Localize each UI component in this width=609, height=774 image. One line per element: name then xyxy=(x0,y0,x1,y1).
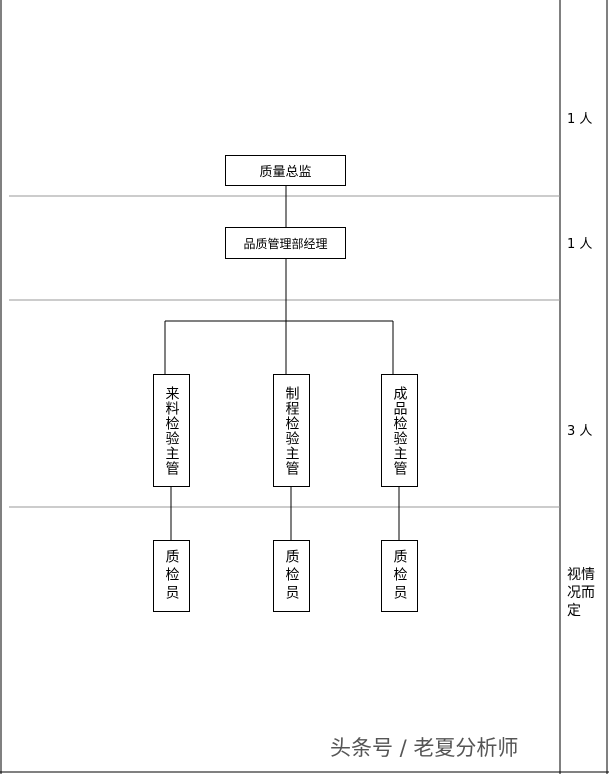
box-finished-goods-inspection-supervisor: 成品检验主管 xyxy=(381,374,418,487)
box-inspector-2: 质检员 xyxy=(273,540,310,612)
watermark-text: 头条号 / 老夏分析师 xyxy=(330,736,519,760)
headcount-level-4: 视情况而定 xyxy=(567,567,595,619)
headcount-level-2: 1 人 xyxy=(567,237,593,252)
box-inspector-3: 质检员 xyxy=(381,540,418,612)
headcount-level-3: 3 人 xyxy=(567,424,593,439)
box-inspector-1: 质检员 xyxy=(153,540,190,612)
headcount-level-1: 1 人 xyxy=(567,112,593,127)
box-quality-manager: 品质管理部经理 xyxy=(225,227,346,259)
box-process-inspection-supervisor: 制程检验主管 xyxy=(273,374,310,487)
box-incoming-inspection-supervisor: 来料检验主管 xyxy=(153,374,190,487)
box-quality-director: 质量总监 xyxy=(225,155,346,186)
